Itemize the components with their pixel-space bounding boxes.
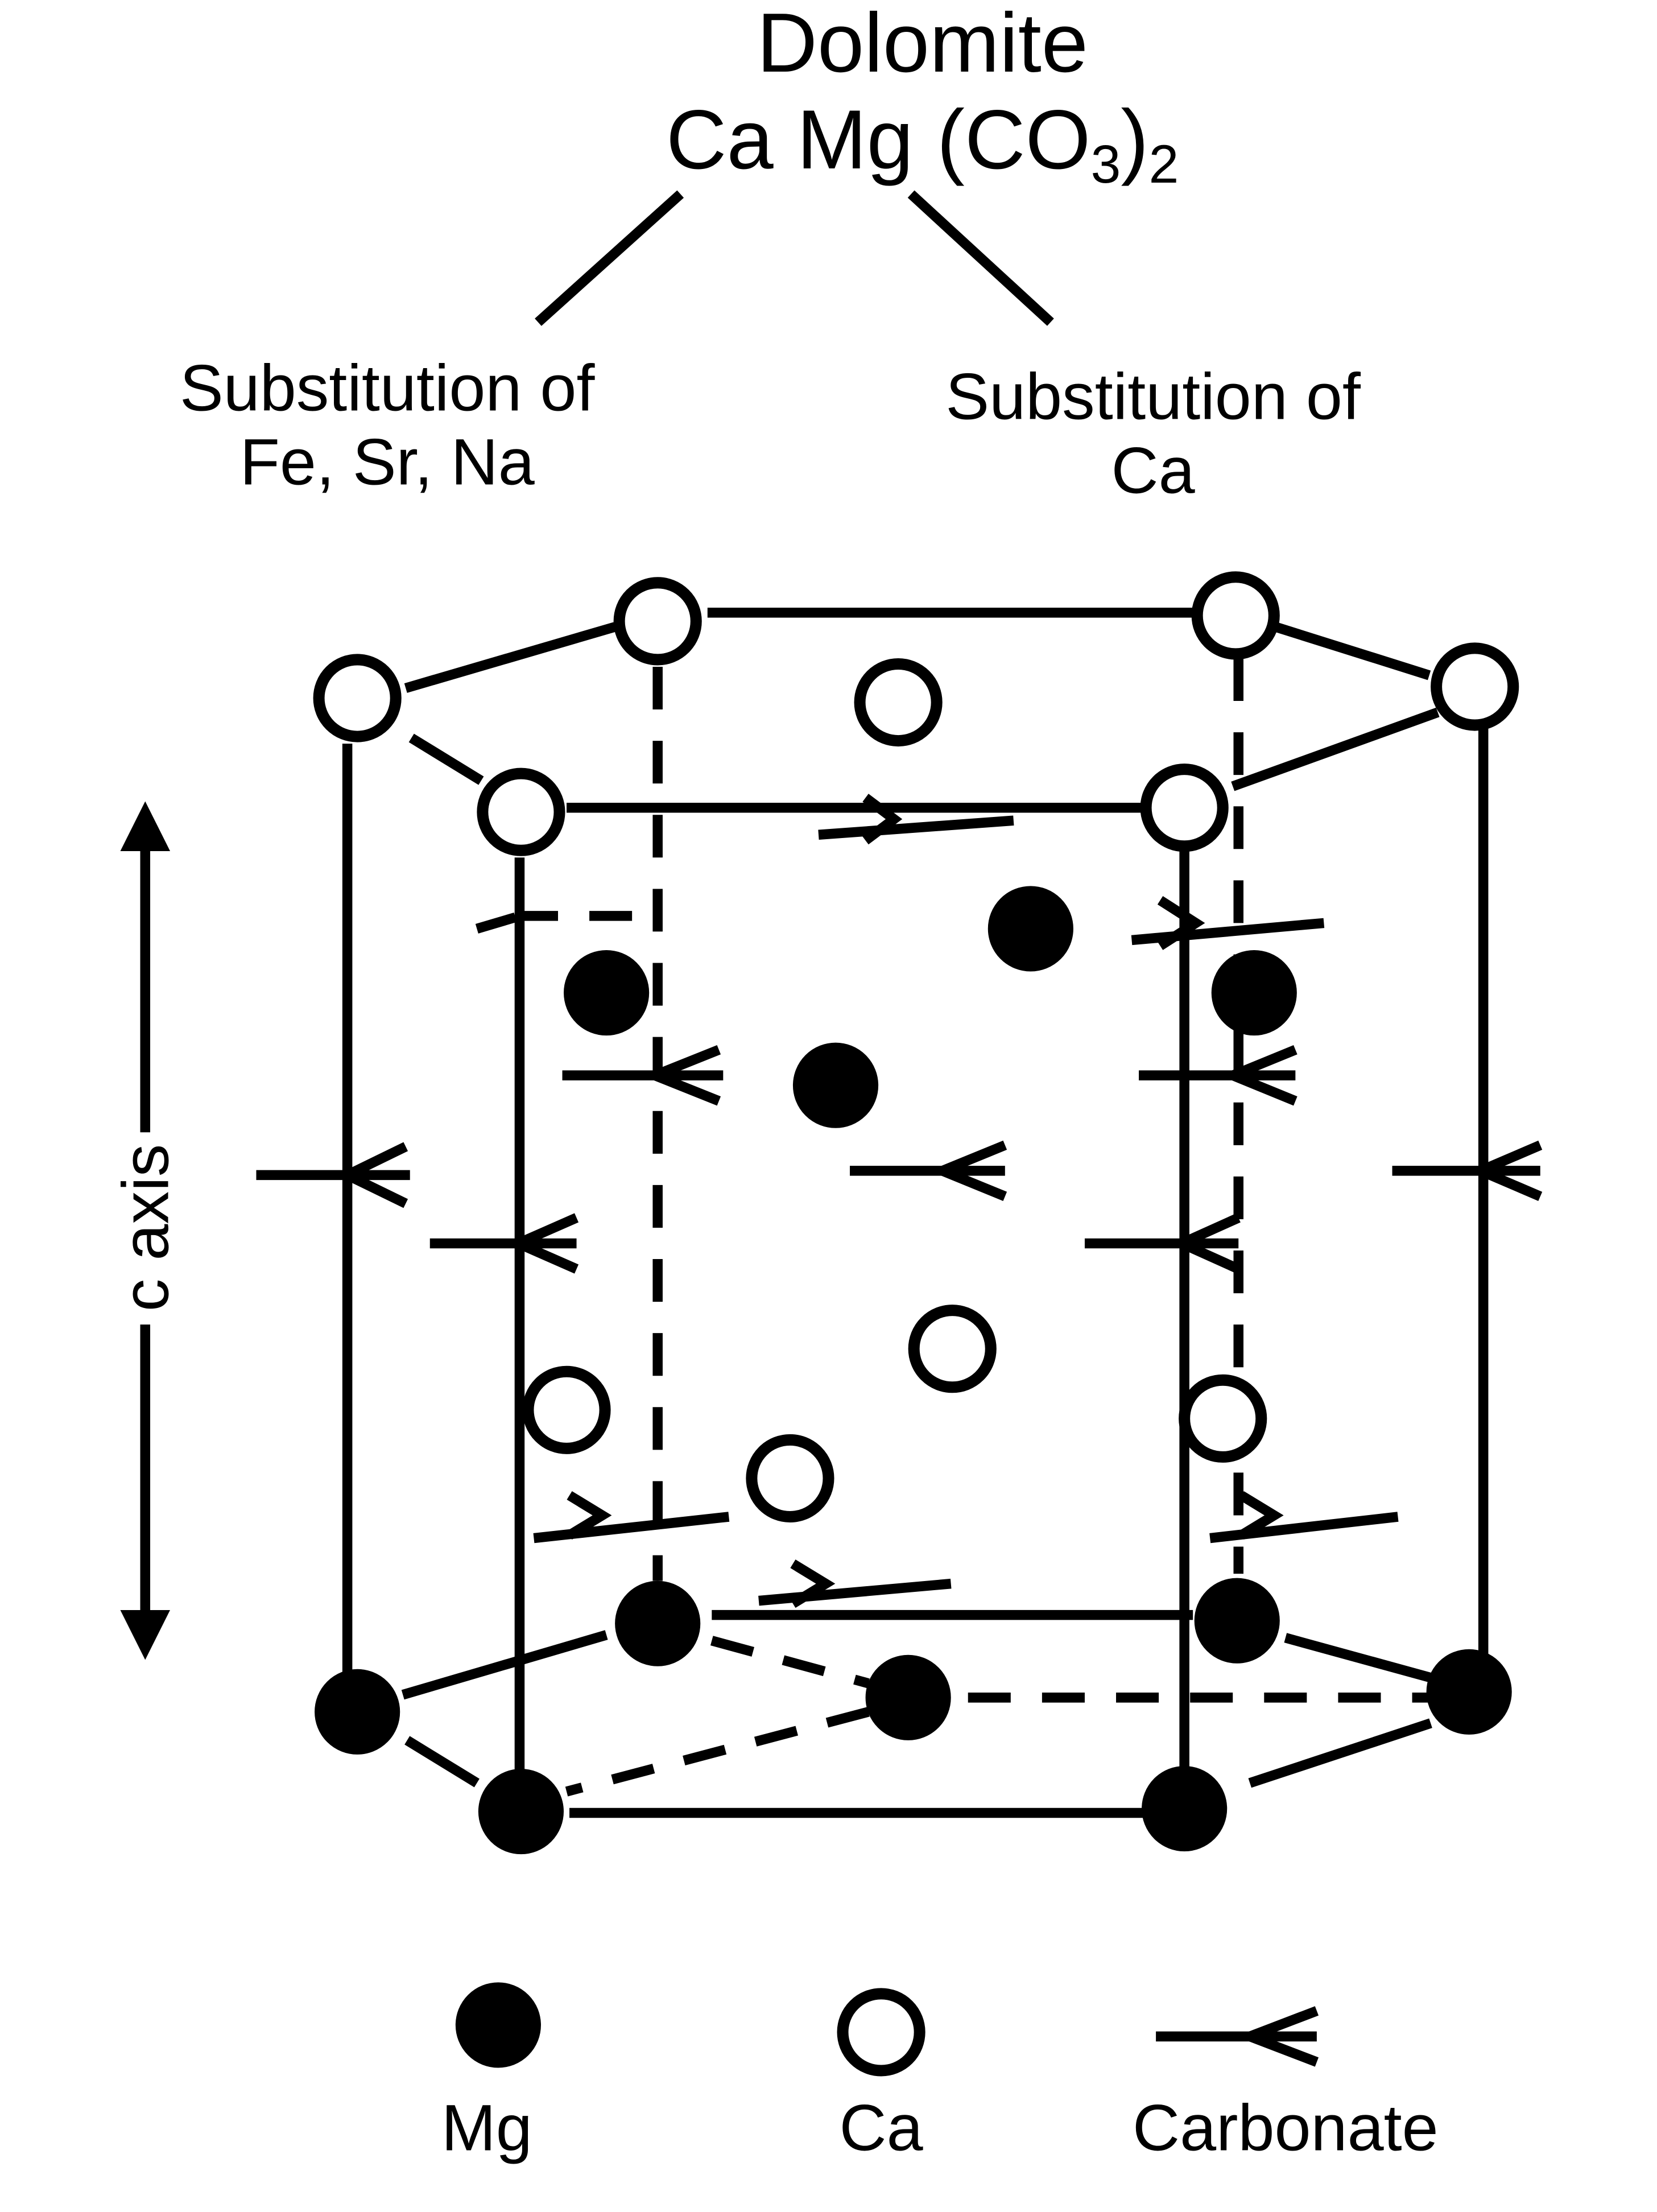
c-axis-label: c axis — [109, 1144, 182, 1311]
legend-ca-icon — [837, 1988, 925, 2077]
carbonate-group — [1139, 1045, 1297, 1106]
ca-atom — [1179, 1374, 1267, 1463]
legend: Mg Ca Carbonate — [441, 1982, 1439, 2165]
ca-atom — [746, 1434, 834, 1523]
carbonate-group — [1131, 896, 1325, 950]
branch-line-left — [535, 190, 684, 326]
branch-right-line2: Ca — [1111, 435, 1196, 507]
ca-atom — [613, 577, 702, 666]
branch-right-line1: Substitution of — [945, 361, 1361, 434]
mg-atom — [987, 886, 1073, 972]
carbonate-group — [1084, 1213, 1241, 1274]
legend-mg-icon — [455, 1982, 541, 2068]
legend-mg-label: Mg — [441, 2092, 532, 2165]
legend-carbonate-icon — [1156, 2006, 1319, 2067]
mg-atoms — [315, 886, 1512, 1855]
crystal-lattice — [342, 608, 1489, 1818]
mg-atom — [478, 1768, 564, 1855]
ca-atoms — [313, 571, 1519, 1523]
chemical-formula: Ca Mg (CO3)2 — [666, 93, 1179, 195]
legend-ca-label: Ca — [840, 2092, 924, 2165]
carbonate-group — [758, 1559, 952, 1608]
ca-atom — [854, 658, 943, 747]
branch-left-line1: Substitution of — [180, 352, 596, 424]
mg-atom — [615, 1580, 701, 1666]
diagram-title: Dolomite — [757, 0, 1088, 90]
carbonate-group — [562, 1045, 724, 1106]
ca-atom — [522, 1365, 611, 1454]
branch-left-line2: Fe, Sr, Na — [240, 426, 535, 499]
mg-atom — [865, 1654, 951, 1740]
ca-atom — [313, 654, 402, 742]
legend-carbonate-label: Carbonate — [1133, 2092, 1439, 2165]
mg-atom — [315, 1669, 400, 1755]
ca-atom — [1431, 642, 1519, 731]
mg-atom — [792, 1042, 879, 1128]
mg-atom — [1426, 1649, 1512, 1735]
carbonate-group — [1392, 1140, 1543, 1201]
mg-atom — [564, 950, 650, 1036]
mg-atom — [1194, 1578, 1280, 1664]
carbonate-group — [1209, 1491, 1399, 1544]
ca-atom — [477, 767, 565, 856]
carbonate-groups — [256, 794, 1543, 1608]
mg-atom — [1142, 1765, 1228, 1852]
carbonate-group — [533, 1491, 730, 1544]
ca-atom — [1140, 764, 1229, 852]
ca-atom — [1191, 571, 1280, 660]
mg-atom — [1211, 950, 1297, 1036]
carbonate-group — [818, 794, 1014, 845]
carbonate-group — [256, 1142, 410, 1208]
carbonate-group — [429, 1213, 579, 1274]
ca-atom — [908, 1305, 997, 1393]
carbonate-group — [850, 1140, 1007, 1202]
branch-line-right — [907, 190, 1054, 326]
